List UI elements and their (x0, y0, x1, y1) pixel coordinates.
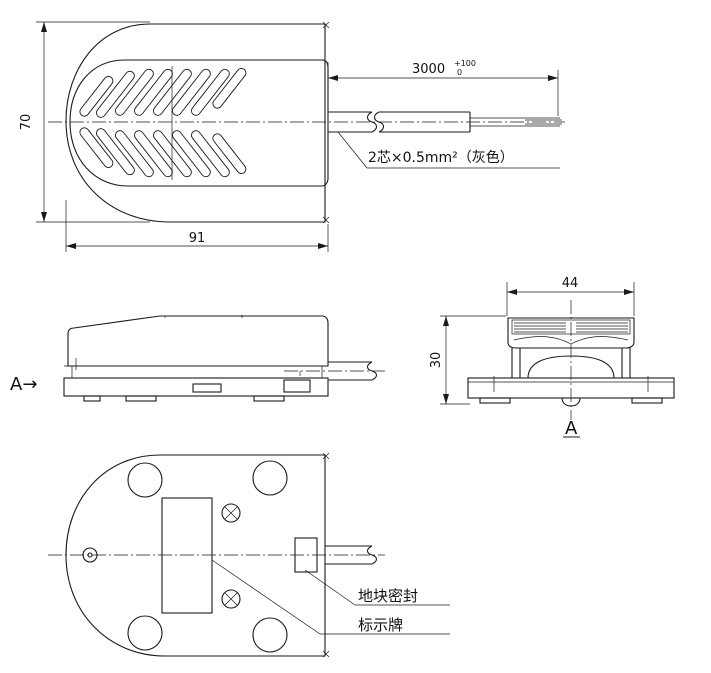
screw-upper (221, 503, 241, 523)
dim-70-label: 70 (19, 114, 34, 131)
foot-side-1 (83, 395, 101, 402)
anti-slip-slots-lower (79, 127, 247, 178)
pedal-outline-bottom (65, 454, 326, 657)
foot-circle-bl (127, 615, 163, 651)
foot-circle-tl (127, 462, 163, 498)
cable-spec-label: 2芯×0.5mm²（灰色） (368, 149, 514, 166)
base-plate-front (467, 377, 675, 399)
pedal-cover-side (67, 315, 329, 367)
dim-3000: 3000 +100 0 (327, 59, 559, 116)
view-arrow-label: A→ (10, 374, 37, 395)
corner-mark-tr (322, 21, 330, 29)
cable-spec-callout: 2芯×0.5mm²（灰色） (337, 131, 560, 169)
cable-gland-side (283, 379, 311, 393)
anti-slip-slots-upper (79, 67, 247, 118)
nameplate-bottom (161, 497, 213, 614)
foot-circle-tr (252, 460, 288, 496)
cable-top (328, 111, 562, 133)
nameplate-side (192, 383, 222, 393)
view-marker-label: A (565, 418, 578, 439)
dim-91: 91 (65, 200, 329, 252)
dim-3000-tol-upper: +100 (454, 59, 476, 68)
front-housing (507, 317, 635, 349)
bottom-view: 地块密封 标示牌 (48, 452, 450, 658)
dim-91-label: 91 (189, 231, 206, 246)
dim-30-label: 30 (429, 352, 444, 369)
dim-44-label: 44 (562, 276, 579, 291)
dim-70: 70 (19, 21, 150, 223)
front-slots (514, 322, 628, 333)
dim-3000-tol-lower: 0 (457, 68, 462, 77)
top-view: 70 91 3000 +100 0 2芯×0.5mm²（灰色） (19, 21, 565, 252)
foot-side-2 (125, 395, 157, 402)
foot-side-3 (253, 395, 285, 402)
front-view: 44 30 (429, 276, 675, 439)
corner-mark-br (322, 216, 330, 224)
dim-3000-base: 3000 (412, 62, 445, 77)
pedal-outline-top (65, 23, 326, 223)
base-plate-side (63, 377, 329, 397)
foot-circle-br (252, 617, 288, 653)
side-view: A→ (10, 315, 385, 402)
nameplate-label: 标示牌 (358, 616, 403, 634)
ground-seal-label: 地块密封 (358, 587, 418, 605)
screw-lower (221, 589, 241, 609)
